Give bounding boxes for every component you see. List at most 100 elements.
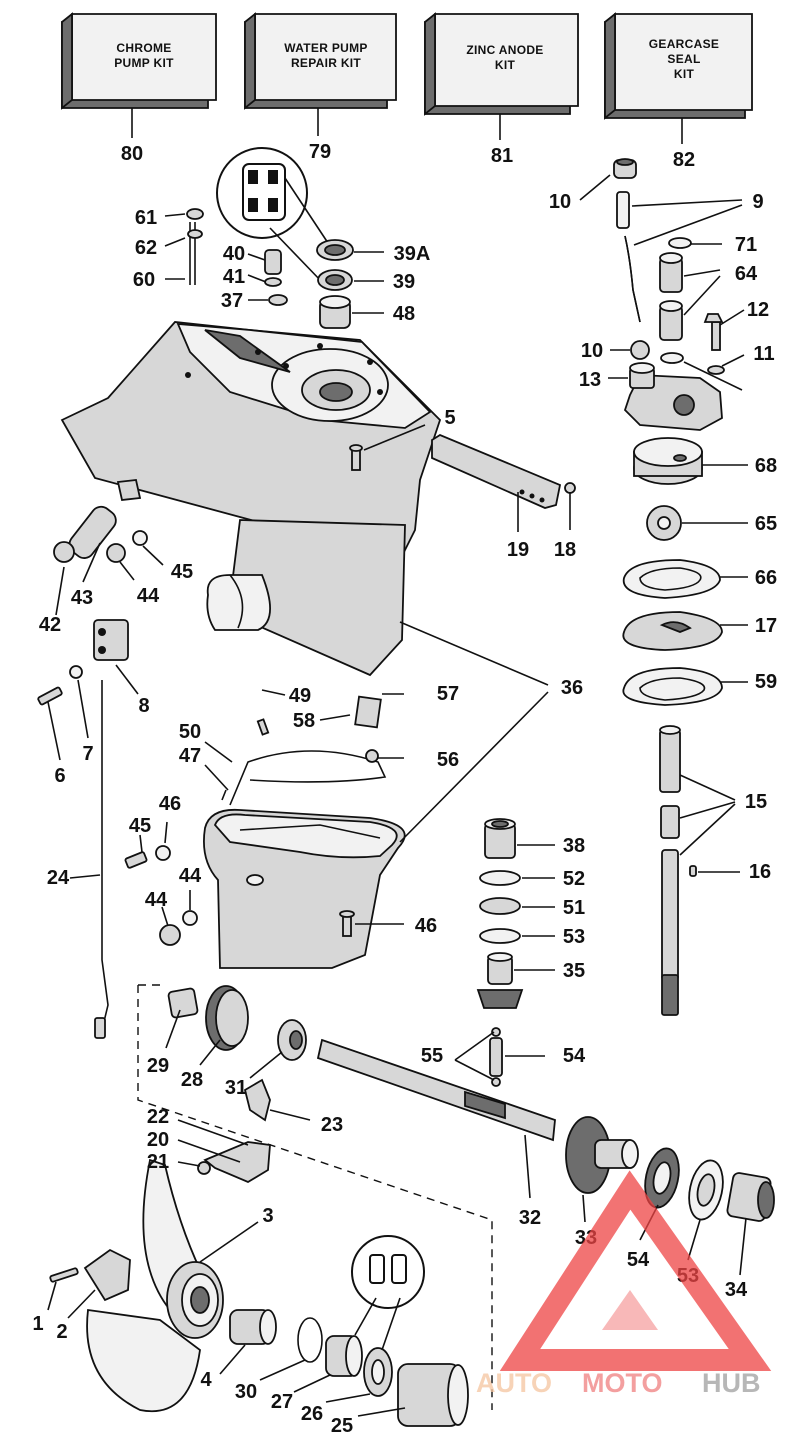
kit-box-82: GEARCASE SEAL KIT 82	[604, 12, 753, 171]
callout-31: 31	[225, 1077, 247, 1099]
callout-46: 45	[129, 815, 151, 837]
callout-79: 79	[309, 141, 331, 163]
callout-49: 47	[179, 745, 201, 767]
callout-55: 53	[563, 926, 585, 948]
callout-13: 13	[579, 369, 601, 391]
callout-28: 28	[181, 1069, 203, 1091]
callout-32: 32	[519, 1207, 541, 1229]
callout-40: 40	[223, 243, 245, 265]
kit-82-line-3: KIT	[674, 67, 695, 81]
gearcase-housing	[124, 695, 406, 969]
callout-62: 58	[293, 710, 315, 732]
callout-21: 21	[147, 1151, 169, 1173]
kit-box-81: ZINC ANODE KIT 81	[424, 12, 579, 167]
callout-71-top: 71	[735, 234, 757, 256]
callout-10-mid: 10	[581, 340, 603, 362]
watermark-auto: AUTO	[476, 1368, 552, 1398]
kit-80-line-2: PUMP KIT	[114, 56, 174, 70]
callout-59: 55	[421, 1045, 443, 1067]
callout-9: 9	[752, 191, 763, 213]
callout-53: 51	[563, 897, 585, 919]
gear-train	[167, 985, 775, 1222]
water-pump-stack	[613, 158, 740, 1016]
callout-8: 8	[138, 695, 149, 717]
callout-39a: 39A	[394, 243, 431, 265]
callout-44-top: 44	[137, 585, 160, 607]
callout-18: 18	[554, 539, 576, 561]
kit-80-line-1: CHROME	[116, 41, 171, 55]
callout-69: 66	[755, 567, 777, 589]
callout-42: 42	[39, 614, 61, 636]
callout-19: 19	[507, 539, 529, 561]
callout-37: 37	[221, 290, 243, 312]
bearing-assembly-top	[186, 147, 354, 329]
callout-64: 60	[133, 269, 155, 291]
callout-38: 38	[563, 835, 585, 857]
callout-39: 39	[393, 271, 415, 293]
callout-80: 80	[121, 143, 143, 165]
callout-30: 30	[235, 1381, 257, 1403]
pinion-stack	[476, 818, 524, 1009]
callout-34: 34	[725, 1279, 748, 1301]
kit-82-line-1: GEARCASE	[649, 37, 719, 51]
callout-81: 81	[491, 145, 513, 167]
callout-20: 20	[147, 1129, 169, 1151]
kit-82-line-2: SEAL	[667, 52, 700, 66]
callout-7: 7	[82, 743, 93, 765]
callout-15: 15	[745, 791, 767, 813]
callout-54: 52	[563, 868, 585, 890]
callout-45-top: 45	[171, 561, 193, 583]
kit-79-line-1: WATER PUMP	[284, 41, 367, 55]
kit-81-line-2: KIT	[495, 58, 516, 72]
callout-5: 5	[444, 407, 455, 429]
callout-3: 3	[262, 1205, 273, 1227]
callout-67: 64	[735, 263, 758, 285]
callout-27: 27	[271, 1391, 293, 1413]
callout-26: 26	[301, 1403, 323, 1425]
automotohub-watermark: AUTO MOTO HUB	[476, 1170, 772, 1398]
callout-22: 22	[147, 1106, 169, 1128]
callout-11: 11	[753, 343, 774, 365]
watermark-moto: MOTO	[582, 1368, 663, 1398]
callout-66: 62	[135, 237, 157, 259]
callout-63: 59	[755, 671, 777, 693]
callout-45-bottom: 44	[179, 865, 202, 887]
callout-82: 82	[673, 149, 695, 171]
callout-60: 56	[437, 749, 459, 771]
kit-81-line-1: ZINC ANODE	[466, 43, 543, 57]
callout-1: 1	[32, 1313, 43, 1335]
callout-48: 46	[415, 915, 437, 937]
callout-61: 57	[437, 683, 459, 705]
callout-35: 35	[563, 960, 585, 982]
callout-47: 46	[159, 793, 181, 815]
callout-36: 36	[561, 677, 583, 699]
propeller-assembly	[49, 1158, 469, 1427]
callout-58: 54	[563, 1045, 586, 1067]
zinc-anode	[349, 424, 576, 532]
callout-4: 4	[200, 1369, 212, 1391]
callout-2: 2	[56, 1321, 67, 1343]
callout-16: 16	[749, 861, 771, 883]
left-small-parts	[37, 505, 164, 1039]
callout-12: 12	[747, 299, 769, 321]
callout-52: 50	[179, 721, 201, 743]
callout-17: 17	[755, 615, 777, 637]
kit-box-79: WATER PUMP REPAIR KIT 79	[244, 12, 397, 163]
gear-assembly-frame	[137, 984, 493, 1410]
watermark-hub: HUB	[702, 1368, 761, 1398]
callout-44-bottom: 44	[145, 889, 168, 911]
kit-79-line-2: REPAIR KIT	[291, 56, 361, 70]
callout-29: 29	[147, 1055, 169, 1077]
callout-43: 43	[71, 587, 93, 609]
callout-70: 68	[755, 455, 777, 477]
leader-lines	[47, 174, 748, 1417]
callout-41: 41	[223, 266, 245, 288]
callout-50: 48	[393, 303, 415, 325]
callout-labels: 61 62 60 40 41 37 39A 39 48 10 9 71 64 1…	[32, 191, 777, 1437]
callout-24: 24	[47, 867, 70, 889]
callout-65: 61	[135, 207, 157, 229]
exhaust-housing	[60, 321, 442, 677]
callout-25: 25	[331, 1415, 353, 1437]
callout-57: 54	[627, 1249, 650, 1271]
